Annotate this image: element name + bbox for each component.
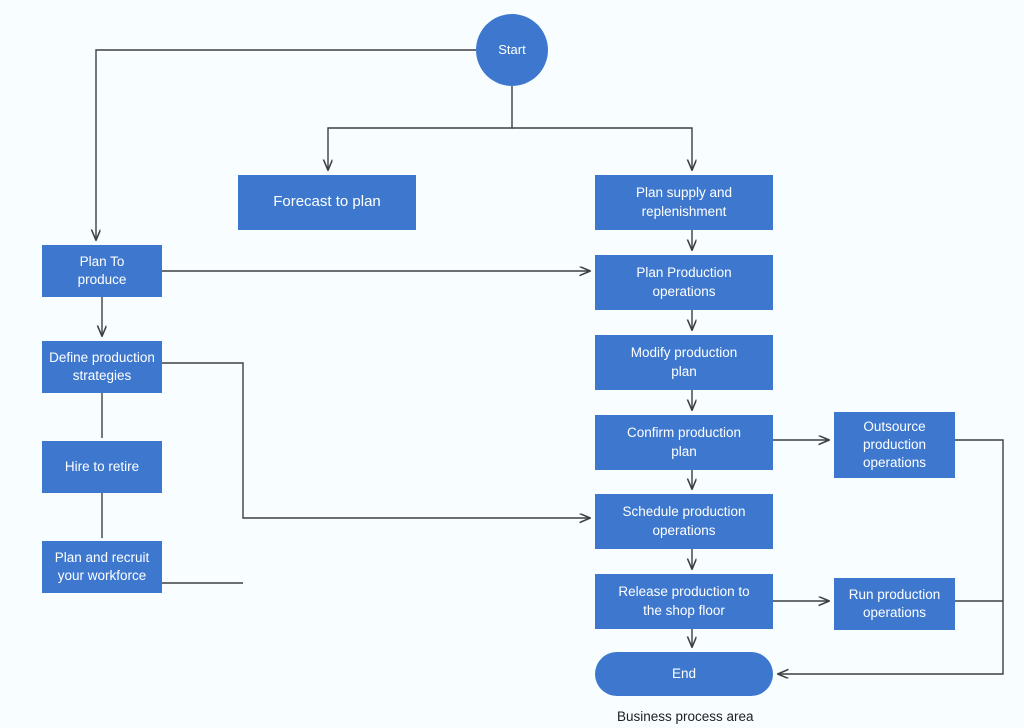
node-label-schedule-production-operations: Schedule production operations	[622, 504, 746, 538]
node-plan-production-operations[interactable]: Plan Production operations	[595, 255, 773, 310]
node-label-confirm-production-plan: Confirm production plan	[626, 425, 742, 459]
node-label-plan-and-recruit-your-workforce: Plan and recruit your workforce	[54, 549, 150, 583]
node-modify-production-plan[interactable]: Modify production plan	[595, 335, 773, 390]
node-plan-supply-and-replenishment[interactable]: Plan supply and replenishment	[595, 175, 773, 230]
node-label-end: End	[671, 665, 697, 681]
diagram-caption: Business process area	[617, 709, 754, 724]
edge-define-strategies-to-schedule-operations	[162, 362, 590, 518]
node-hire-to-retire[interactable]: Hire to retire	[42, 441, 162, 493]
node-label-release-production-to-the-shop-floor: Release production to the shop floor	[618, 584, 750, 618]
node-release-production-to-the-shop-floor[interactable]: Release production to the shop floor	[595, 574, 773, 629]
node-label-hire-to-retire: Hire to retire	[64, 458, 140, 474]
node-start[interactable]: Start	[476, 14, 548, 86]
node-label-define-production-strategies: Define production strategies	[49, 349, 155, 383]
node-forecast-to-plan[interactable]: Forecast to plan	[238, 175, 416, 230]
node-label-plan-to-produce: Plan To produce	[77, 253, 127, 287]
node-label-modify-production-plan: Modify production plan	[630, 345, 738, 379]
node-confirm-production-plan[interactable]: Confirm production plan	[595, 415, 773, 470]
node-label-run-production-operations: Run production operations	[848, 586, 941, 620]
node-label-plan-supply-and-replenishment: Plan supply and replenishment	[635, 185, 733, 219]
node-label-plan-production-operations: Plan Production operations	[636, 265, 732, 299]
node-end[interactable]: End	[595, 652, 773, 696]
edge-start-to-plan-supply	[512, 127, 692, 170]
node-outsource-production-operations[interactable]: Outsource production operations	[834, 412, 955, 478]
node-schedule-production-operations[interactable]: Schedule production operations	[595, 494, 773, 549]
node-label-forecast-to-plan: Forecast to plan	[273, 193, 381, 211]
edge-start-to-forecast-to-plan	[328, 86, 513, 170]
node-plan-and-recruit-your-workforce[interactable]: Plan and recruit your workforce	[42, 541, 162, 593]
node-label-start: Start	[498, 42, 526, 58]
node-run-production-operations[interactable]: Run production operations	[834, 578, 955, 630]
node-label-outsource-production-operations: Outsource production operations	[862, 418, 927, 471]
node-plan-to-produce[interactable]: Plan To produce	[42, 245, 162, 297]
node-define-production-strategies[interactable]: Define production strategies	[42, 341, 162, 393]
